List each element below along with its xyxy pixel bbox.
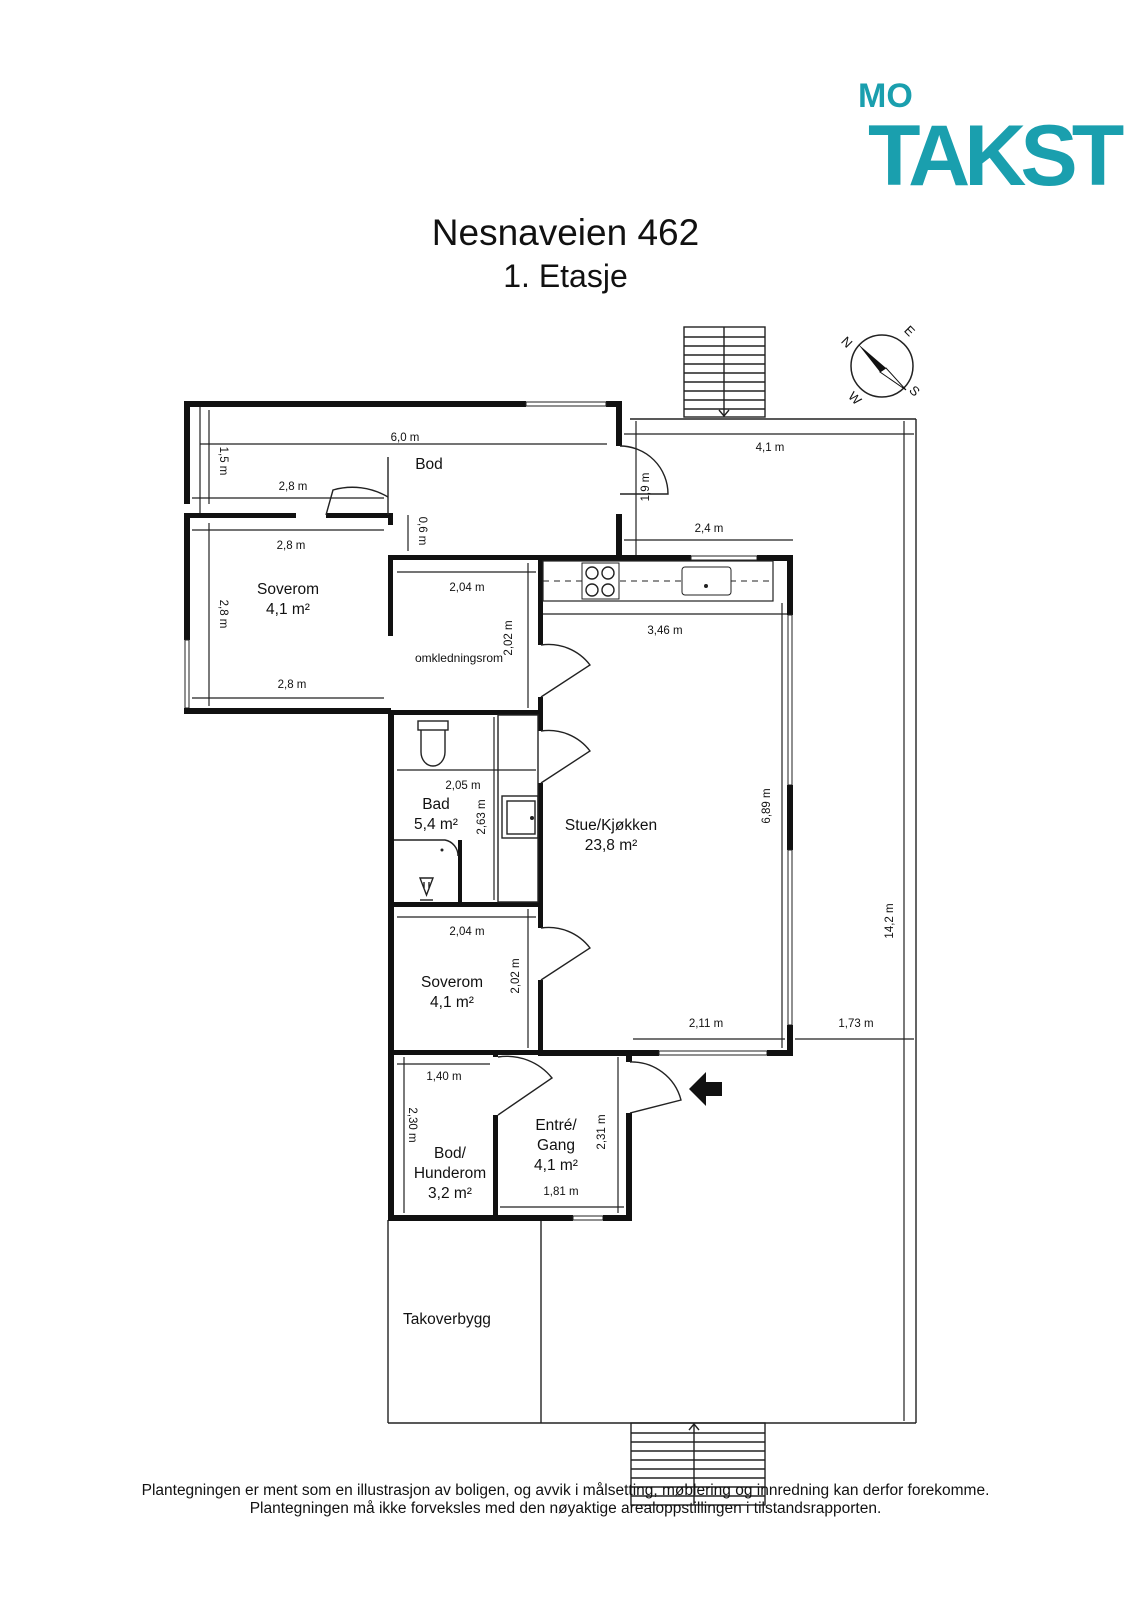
room-hunderom-label2: Hunderom bbox=[414, 1165, 486, 1182]
dim-omkl-width: 2,04 m bbox=[449, 582, 484, 594]
room-entre-area: 4,1 m² bbox=[534, 1157, 578, 1174]
dim-soverom1-bottom: 2,8 m bbox=[278, 679, 307, 691]
room-hunderom-area: 3,2 m² bbox=[428, 1185, 472, 1202]
top-stairs bbox=[683, 326, 766, 418]
dim-soverom2-height: 2,02 m bbox=[510, 958, 522, 993]
compass-e: E bbox=[901, 323, 918, 340]
dim-kitchen-width: 3,46 m bbox=[647, 625, 682, 637]
dim-bad-width: 2,05 m bbox=[445, 780, 480, 792]
floor-label: 1. Etasje bbox=[503, 258, 628, 294]
dim-stue-height: 6,89 m bbox=[761, 788, 773, 823]
room-soverom2-label: Soverom bbox=[421, 974, 483, 991]
walls bbox=[184, 401, 793, 1221]
dim-stue-bottom: 2,11 m bbox=[689, 1018, 723, 1030]
dim-bod-inner-width: 2,8 m bbox=[279, 481, 308, 493]
room-stue-area: 23,8 m² bbox=[585, 837, 638, 854]
shower-drain-icon bbox=[418, 877, 435, 901]
room-omkledningsrom-label: omkledningsrom bbox=[415, 651, 503, 665]
logo-takst: TAKST bbox=[868, 108, 1124, 204]
room-soverom2-area: 4,1 m² bbox=[430, 994, 474, 1011]
doors bbox=[325, 445, 682, 1116]
dim-entre-width: 1,81 m bbox=[543, 1186, 578, 1198]
room-entre-label2: Gang bbox=[537, 1137, 575, 1154]
toilet-icon bbox=[417, 720, 449, 767]
room-takoverbygg-label: Takoverbygg bbox=[403, 1311, 491, 1328]
entrance-arrow-icon bbox=[689, 1072, 722, 1106]
room-soverom1-label: Soverom bbox=[257, 581, 319, 598]
disclaimer-line-1: Plantegningen er ment som en illustrasjo… bbox=[141, 1482, 990, 1499]
dim-bod-height: 1,5 m bbox=[217, 447, 229, 476]
room-entre-label1: Entré/ bbox=[535, 1117, 577, 1134]
room-hunderom-label1: Bod/ bbox=[434, 1145, 467, 1162]
dim-bod-step: 0,6 m bbox=[416, 517, 428, 546]
logo-mo: MO bbox=[858, 77, 913, 115]
room-soverom1-area: 4,1 m² bbox=[266, 601, 310, 618]
room-bod-label: Bod bbox=[415, 456, 443, 473]
dim-soverom1-top: 2,8 m bbox=[277, 540, 306, 552]
sink-icon bbox=[681, 566, 732, 596]
dim-omkl-height: 2,02 m bbox=[503, 620, 515, 655]
dimension-lines bbox=[192, 407, 914, 1421]
dim-total-height: 14,2 m bbox=[884, 903, 896, 938]
dim-terrace-step-w: 2,4 m bbox=[695, 523, 724, 535]
dim-soverom1-height: 2,8 m bbox=[217, 600, 229, 629]
plan-title: Nesnaveien 462 bbox=[431, 212, 700, 253]
room-bad-label: Bad bbox=[422, 796, 450, 813]
bathroom-fixtures bbox=[417, 714, 539, 903]
dim-terrace-top: 4,1 m bbox=[756, 442, 785, 454]
compass-w: W bbox=[845, 389, 865, 409]
compass-n: N bbox=[838, 334, 855, 351]
dim-bad-height: 2,63 m bbox=[476, 799, 488, 834]
sink-icon bbox=[501, 795, 539, 839]
room-stue-label: Stue/Kjøkken bbox=[565, 817, 657, 834]
terrace-outline bbox=[387, 418, 917, 1424]
kitchen-counter bbox=[542, 560, 774, 602]
stove-icon bbox=[581, 562, 620, 600]
company-logo: MO TAKST bbox=[858, 77, 1130, 204]
dim-hunderom-width: 1,40 m bbox=[426, 1071, 461, 1083]
disclaimer-line-2: Plantegningen må ikke forveksles med den… bbox=[249, 1500, 882, 1517]
room-bad-area: 5,4 m² bbox=[414, 816, 458, 833]
dim-soverom2-width: 2,04 m bbox=[449, 926, 484, 938]
dim-entre-height: 2,31 m bbox=[596, 1114, 608, 1149]
bottom-stairs bbox=[630, 1422, 766, 1506]
dim-hunderom-height: 2,30 m bbox=[406, 1107, 418, 1142]
dim-terrace-side: 1,73 m bbox=[838, 1018, 873, 1030]
compass-icon: N E S W bbox=[838, 323, 923, 409]
dim-terrace-step-h: 1,9 m bbox=[640, 473, 652, 502]
dim-bod-width: 6,0 m bbox=[391, 432, 420, 444]
compass-s: S bbox=[906, 383, 923, 400]
